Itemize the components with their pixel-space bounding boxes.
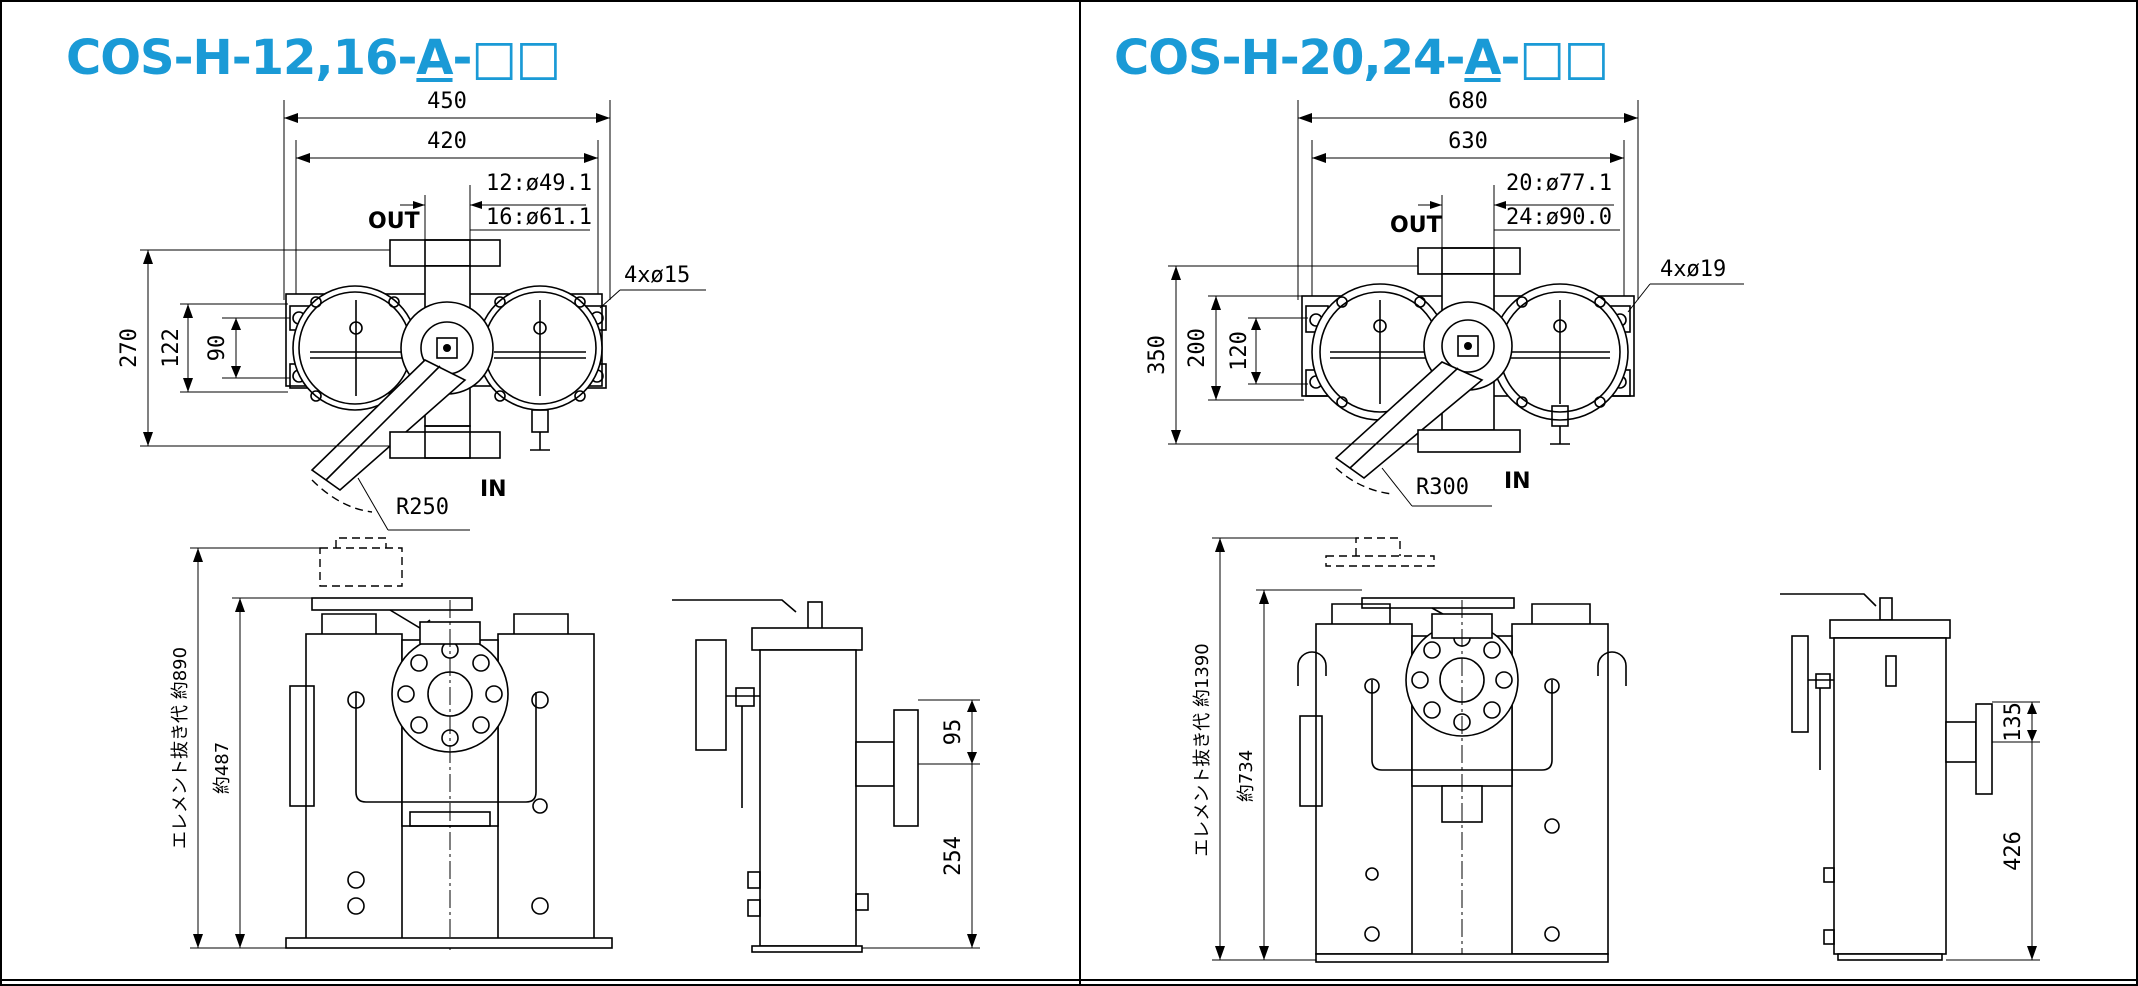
dim-element-removal: エレメント抜き代 約890 (170, 647, 191, 849)
left-panel: COS-H-12,16-A-□□ 450 420 12:ø49.1 16:ø61 (66, 30, 980, 953)
dim-base: 200 (1185, 328, 1210, 368)
dim-holes: 4xø19 (1660, 257, 1726, 282)
right-front-view: エレメント抜き代 約1390 約734 (1192, 537, 1627, 963)
dim-pipe-20: 20:ø77.1 (1506, 171, 1612, 196)
dim-lower-offset: 426 (2001, 831, 2026, 871)
dim-holes: 4xø15 (624, 263, 690, 288)
right-model-title: COS-H-20,24-A-□□ (1114, 30, 1609, 86)
dim-feet: 90 (205, 335, 230, 362)
dim-bolt-pitch: 630 (1448, 129, 1488, 154)
dim-lower-offset: 254 (941, 836, 966, 876)
dim-base: 122 (159, 328, 184, 368)
right-top-view: 680 630 20:ø77.1 24:ø90.0 OUT (1145, 89, 1744, 507)
dim-element-removal: エレメント抜き代 約1390 (1192, 643, 1213, 857)
left-model-title: COS-H-12,16-A-□□ (66, 30, 561, 86)
right-drawing: 680 630 20:ø77.1 24:ø90.0 OUT (1145, 89, 2040, 963)
right-panel: COS-H-20,24-A-□□ 680 630 20:ø77.1 24:ø90… (1080, 0, 2138, 986)
label-out: OUT (368, 209, 420, 234)
dim-bolt-pitch: 420 (427, 129, 467, 154)
label-in: IN (1504, 469, 1531, 494)
dim-total-height: 約487 (212, 742, 233, 794)
dim-upper-offset: 95 (941, 719, 966, 746)
dim-height: 350 (1145, 335, 1170, 375)
left-drawing: 450 420 12:ø49.1 16:ø61.1 OUT (117, 89, 980, 953)
left-top-view: 450 420 12:ø49.1 16:ø61.1 OUT (117, 89, 706, 531)
dim-overall-width: 450 (427, 89, 467, 114)
label-out: OUT (1390, 213, 1442, 238)
dim-total-height: 約734 (1236, 750, 1257, 802)
left-front-view: エレメント抜き代 約890 約487 (170, 537, 613, 950)
dim-pipe-16: 16:ø61.1 (486, 205, 592, 230)
left-side-view: 95 254 (672, 599, 980, 953)
dim-pipe-12: 12:ø49.1 (486, 171, 592, 196)
dim-upper-offset: 135 (2001, 702, 2026, 742)
dim-pipe-24: 24:ø90.0 (1506, 205, 1612, 230)
right-side-view: 135 426 (1780, 593, 2040, 961)
dim-radius: R250 (396, 495, 449, 520)
label-in: IN (480, 477, 507, 502)
dim-overall-width: 680 (1448, 89, 1488, 114)
dim-feet: 120 (1227, 331, 1252, 371)
dim-radius: R300 (1416, 475, 1469, 500)
dim-height: 270 (117, 328, 142, 368)
